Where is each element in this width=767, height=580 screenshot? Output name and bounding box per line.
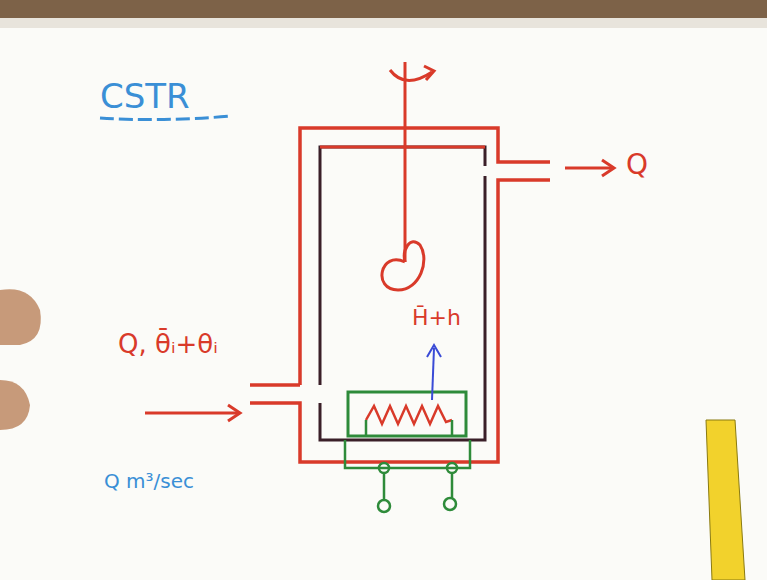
heater-input-label: H̄+h [412, 306, 461, 330]
resistor-symbol [366, 406, 452, 424]
marker [706, 420, 745, 580]
outlet-arrow [565, 160, 614, 176]
hand [0, 380, 30, 430]
stirrer [382, 62, 434, 290]
diagram-title: CSTR [100, 78, 190, 115]
tank-wall [320, 147, 485, 440]
hand [0, 289, 41, 345]
board-edge [0, 0, 767, 18]
heater-housing [348, 392, 466, 436]
tank-jacket [250, 128, 550, 462]
heater-terminals [345, 420, 470, 512]
units-note: Q m³/sec [104, 470, 194, 492]
inlet-flow-label: Q, θ̄ᵢ+θᵢ [118, 330, 218, 359]
title-underline [100, 116, 232, 120]
inlet-arrow [145, 405, 240, 421]
paper-top [0, 18, 767, 28]
outlet-flow-label: Q [626, 150, 648, 181]
heater-leader [427, 345, 441, 400]
